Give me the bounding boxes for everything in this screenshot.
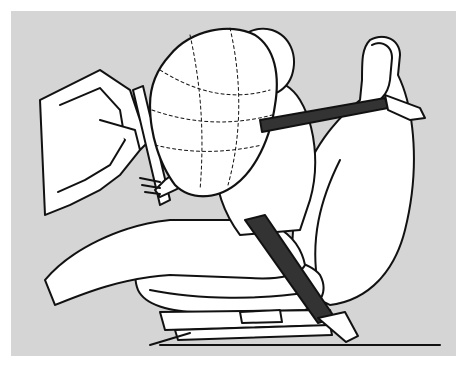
seat-rails xyxy=(150,310,335,345)
airbag-illustration xyxy=(11,11,456,356)
illustration-panel xyxy=(11,11,456,356)
